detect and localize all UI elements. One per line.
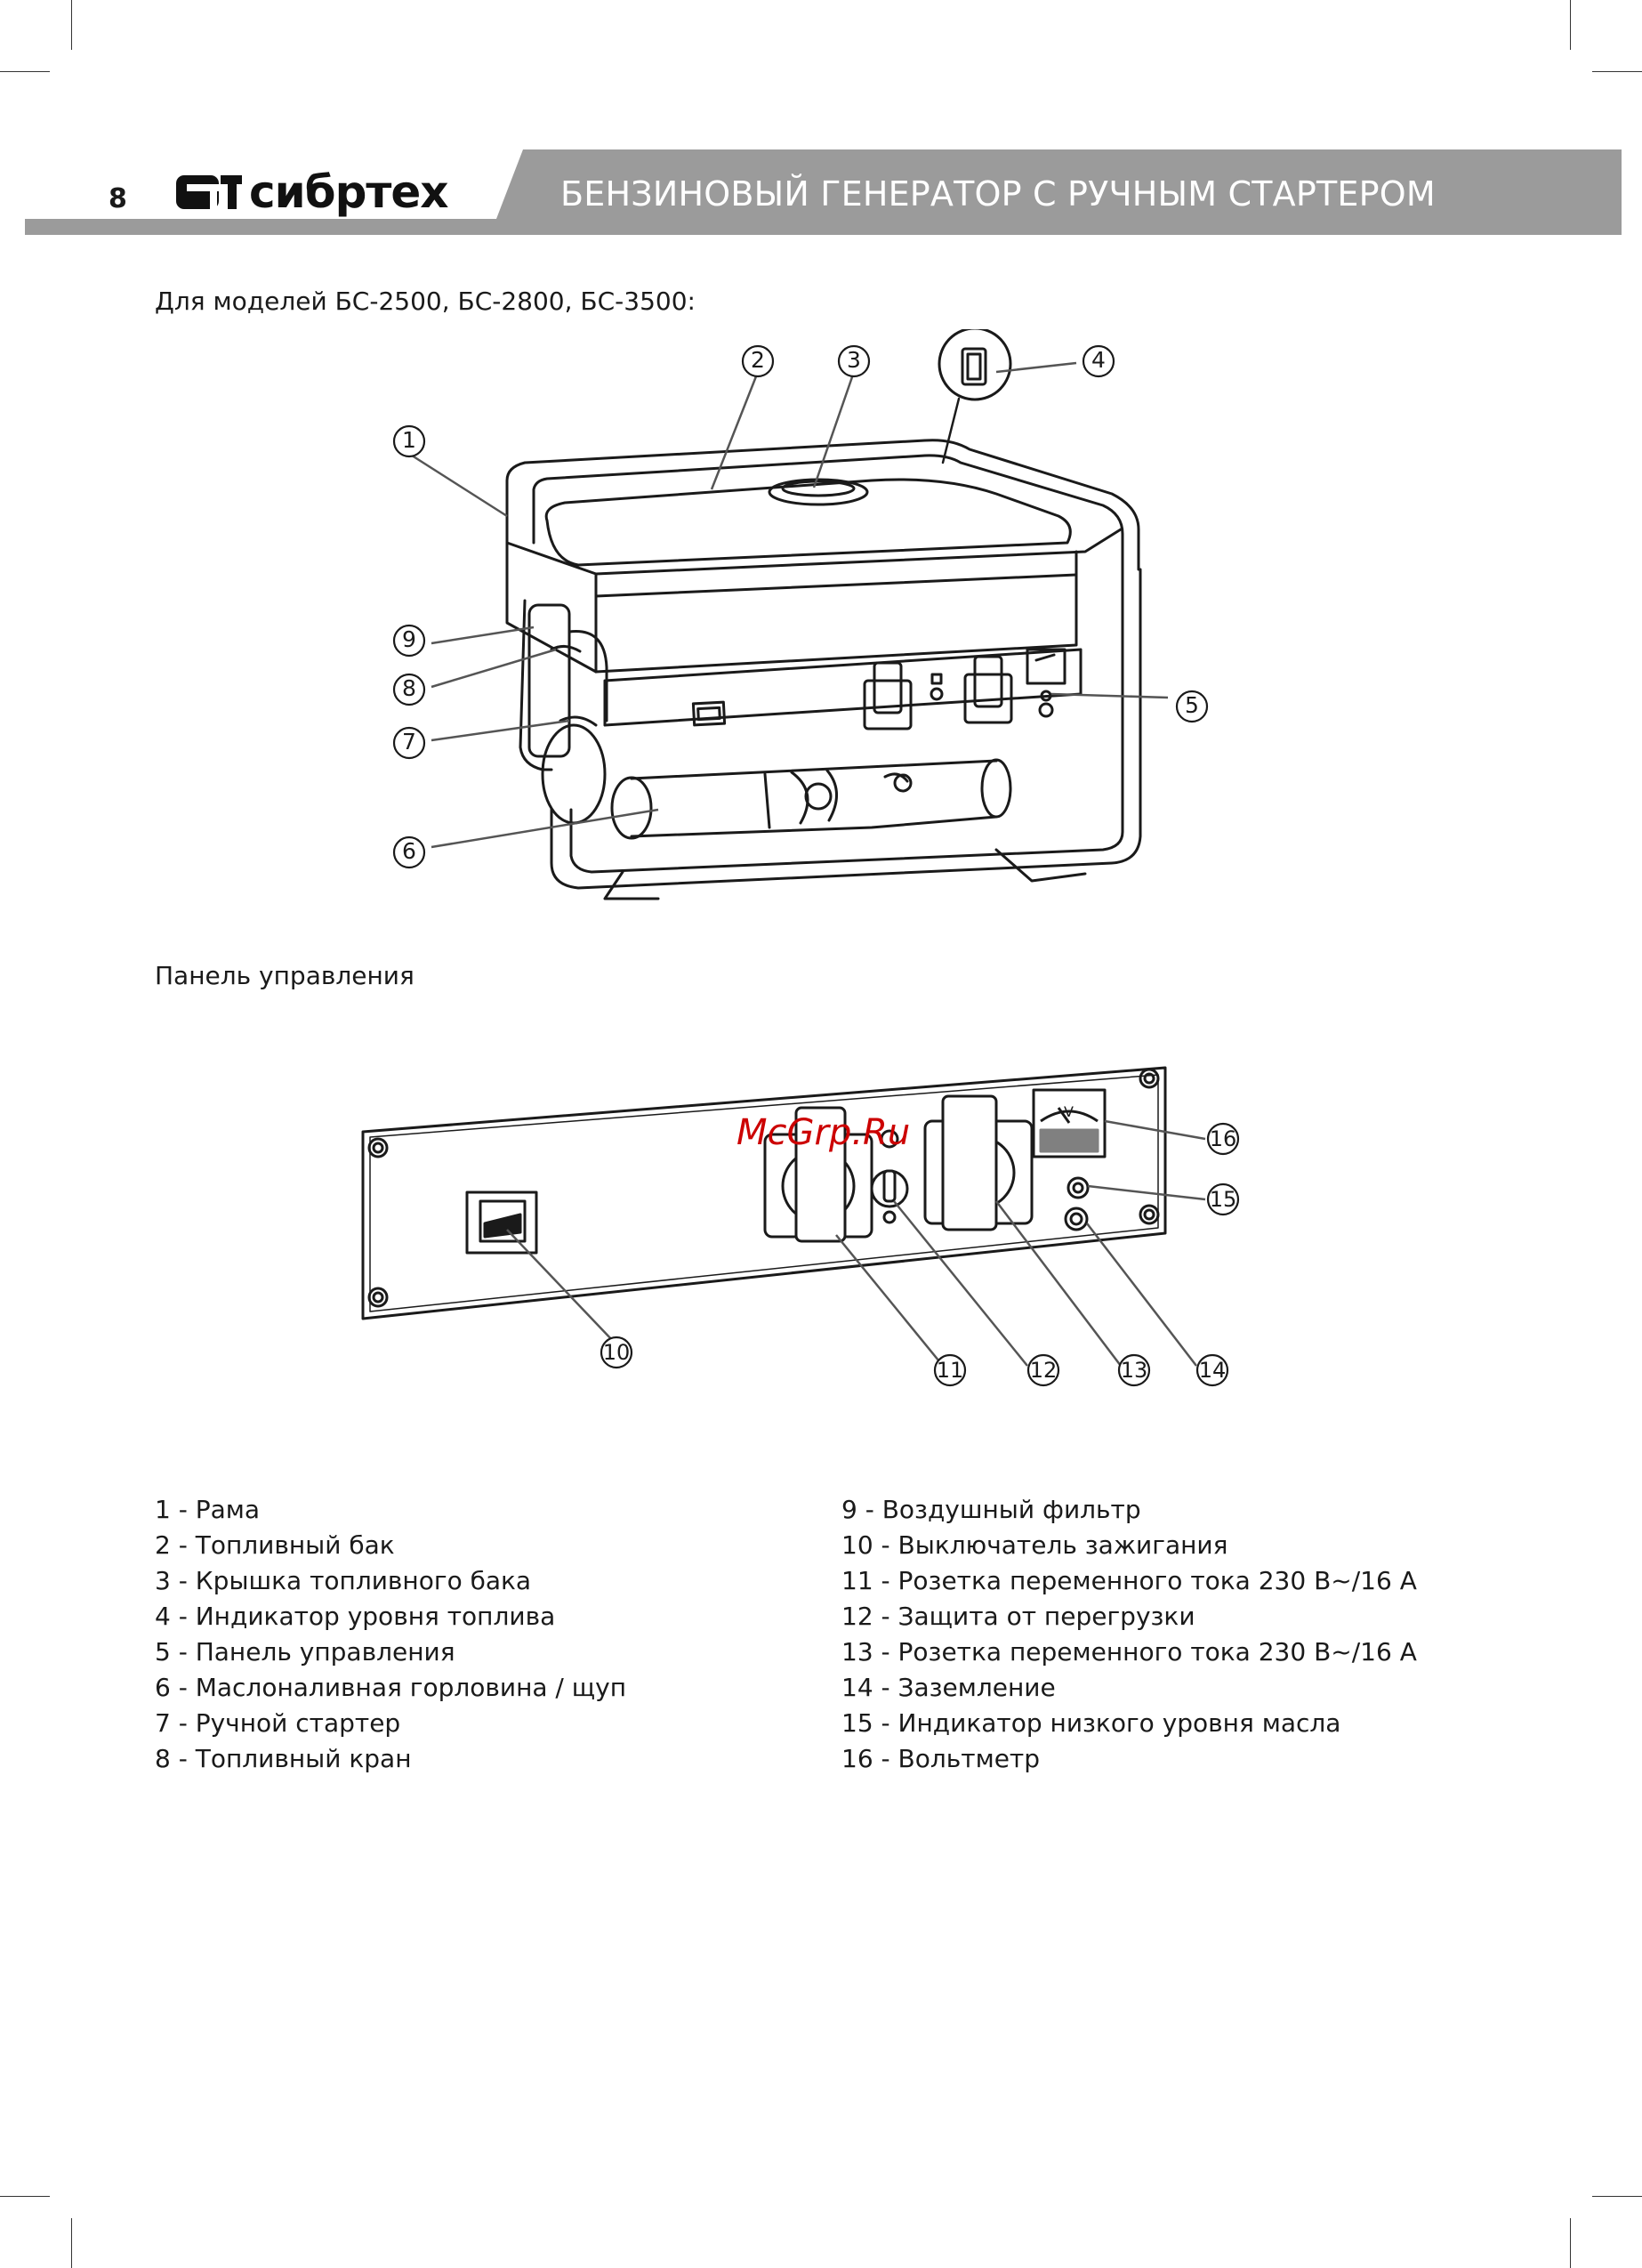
legend-item: 13 - Розетка переменного тока 230 В~/16 … [841,1637,1417,1667]
legend-item: 10 - Выключатель зажигания [841,1530,1228,1560]
legend-item: 5 - Панель управления [155,1637,455,1667]
header-band [25,149,1622,235]
callout-7: 7 [402,729,416,755]
brand-logo: сибртех [174,166,449,218]
callout-2: 2 [751,347,765,373]
callout-3: 3 [847,347,861,373]
control-panel-illustration [361,1066,1167,1320]
legend-item: 1 - Рама [155,1495,261,1524]
legend-item: 11 - Розетка переменного тока 230 В~/16 … [841,1566,1417,1595]
callout-11: 11 [936,1358,964,1383]
brand-name: сибртех [249,166,449,218]
callout-14: 14 [1198,1358,1227,1383]
section1-callouts [392,344,1209,869]
section2-callouts [506,1119,1240,1387]
crop-mark [0,2196,50,2197]
legend-item: 2 - Топливный бак [155,1530,395,1560]
page-title: БЕНЗИНОВЫЙ ГЕНЕРАТОР С РУЧНЫМ СТАРТЕРОМ [560,174,1436,214]
legend-item: 7 - Ручной стартер [155,1708,401,1738]
callout-8: 8 [402,675,416,701]
legend-item: 8 - Топливный кран [155,1744,412,1773]
brand-logo-icon [176,175,242,209]
legend-item: 9 - Воздушный фильтр [841,1495,1141,1524]
crop-mark [71,2218,72,2268]
watermark-text: McGrp.Ru [736,1112,911,1153]
voltmeter-unit-label: V [1064,1103,1074,1120]
callout-12: 12 [1029,1358,1058,1383]
legend-item: 12 - Защита от перегрузки [841,1602,1195,1631]
legend-item: 15 - Индикатор низкого уровня масла [841,1708,1341,1738]
legend-item: 14 - Заземление [841,1673,1056,1702]
legend-item: 3 - Крышка топливного бака [155,1566,532,1595]
legend-item: 6 - Маслоналивная горловина / щуп [155,1673,627,1702]
callout-9: 9 [402,626,416,652]
crop-mark [0,71,50,72]
page-number: 8 [109,183,127,214]
callout-5: 5 [1185,692,1199,718]
callout-13: 13 [1120,1358,1148,1383]
legend-item: 4 - Индикатор уровня топлива [155,1602,556,1631]
legend-item: 16 - Вольтметр [841,1744,1041,1773]
callout-10: 10 [602,1340,631,1365]
crop-mark [1570,0,1571,50]
crop-mark [1592,71,1642,72]
callout-4: 4 [1091,347,1106,373]
callout-16: 16 [1209,1126,1237,1151]
crop-mark [71,0,72,50]
callout-15: 15 [1209,1187,1237,1212]
crop-mark [1592,2196,1642,2197]
section-caption-control-panel: Панель управления [155,961,415,990]
callout-1: 1 [402,427,416,453]
callout-6: 6 [402,838,416,864]
crop-mark [1570,2218,1571,2268]
section-caption-models: Для моделей БС-2500, БС-2800, БС-3500: [155,287,696,316]
